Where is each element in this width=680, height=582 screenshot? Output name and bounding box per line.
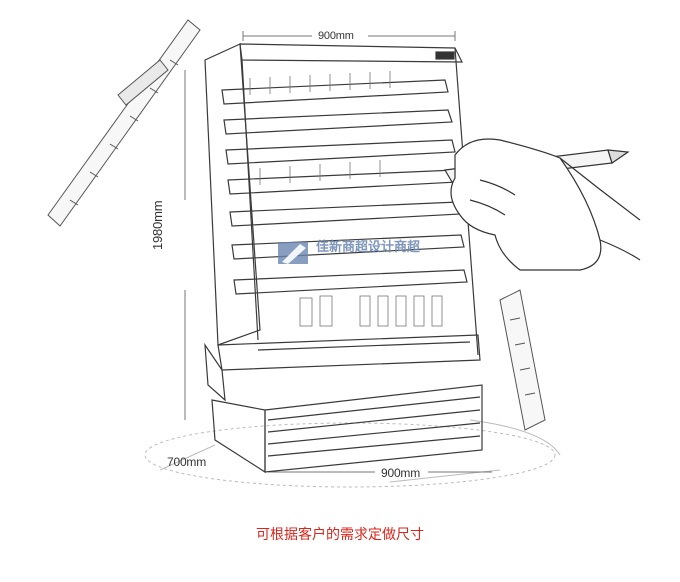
hand-with-pencil xyxy=(444,138,641,271)
ruler-right xyxy=(499,289,546,431)
dimension-height: 1980mm xyxy=(150,200,165,250)
display-cabinet xyxy=(204,43,483,474)
watermark-logo xyxy=(278,242,308,264)
dimension-lines xyxy=(184,31,492,473)
dimension-bottom-width: 900mm xyxy=(381,466,421,480)
watermark-text: 佳新商超设计商超 xyxy=(316,240,421,255)
floor-guides xyxy=(144,419,561,488)
dimension-depth: 700mm xyxy=(167,455,207,469)
dimension-top-width: 900mm xyxy=(318,30,354,42)
ruler-left xyxy=(47,19,201,227)
caption-text: 可根据客户的需求定做尺寸 xyxy=(256,527,424,543)
